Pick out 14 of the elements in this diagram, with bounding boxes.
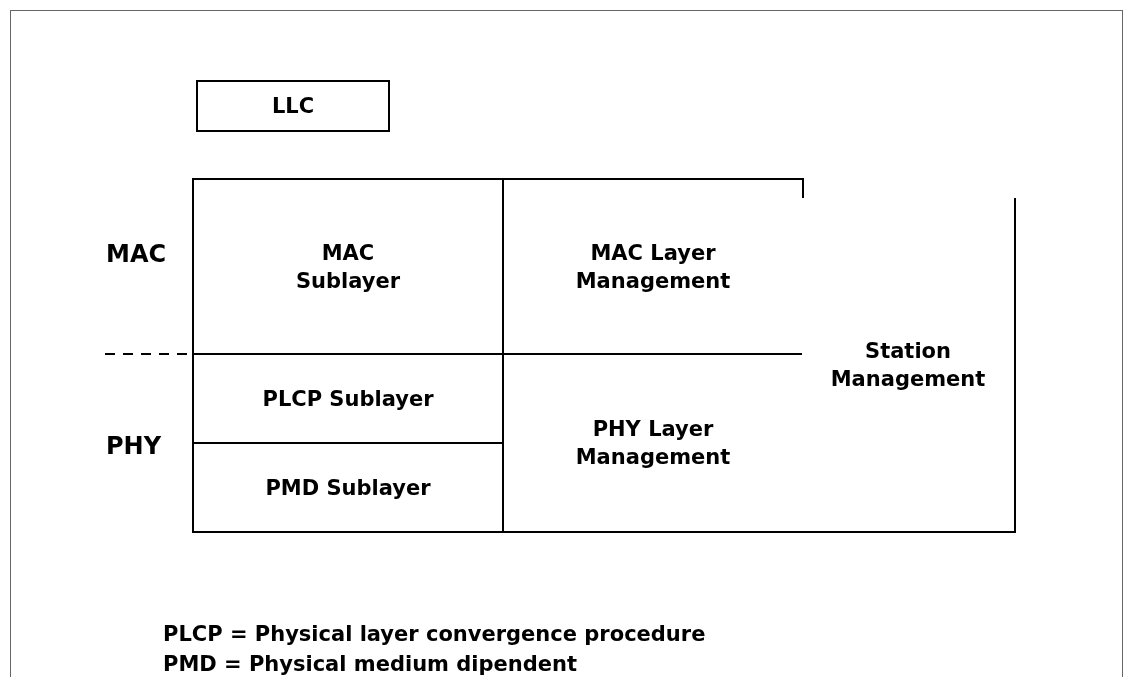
layer-label: MAC Sublayer (294, 239, 402, 295)
abbreviation-note: PLCP = Physical layer convergence procedure (163, 621, 706, 648)
layer-label: Station Management (829, 337, 987, 393)
layer-label: PMD Sublayer (265, 474, 431, 502)
layer-label: MAC Layer Management (574, 239, 732, 295)
layer-label: LLC (271, 93, 315, 120)
layer-label: PLCP Sublayer (262, 385, 434, 413)
layer-box (192, 178, 504, 355)
layer-group-label: PHY (106, 432, 162, 460)
layer-label: PHY Layer Management (574, 416, 732, 471)
layer-box (196, 80, 390, 132)
layer-box (192, 442, 504, 533)
layer-group-label: MAC (106, 240, 167, 268)
abbreviation-note: PMD = Physical medium dipendent (163, 651, 577, 677)
